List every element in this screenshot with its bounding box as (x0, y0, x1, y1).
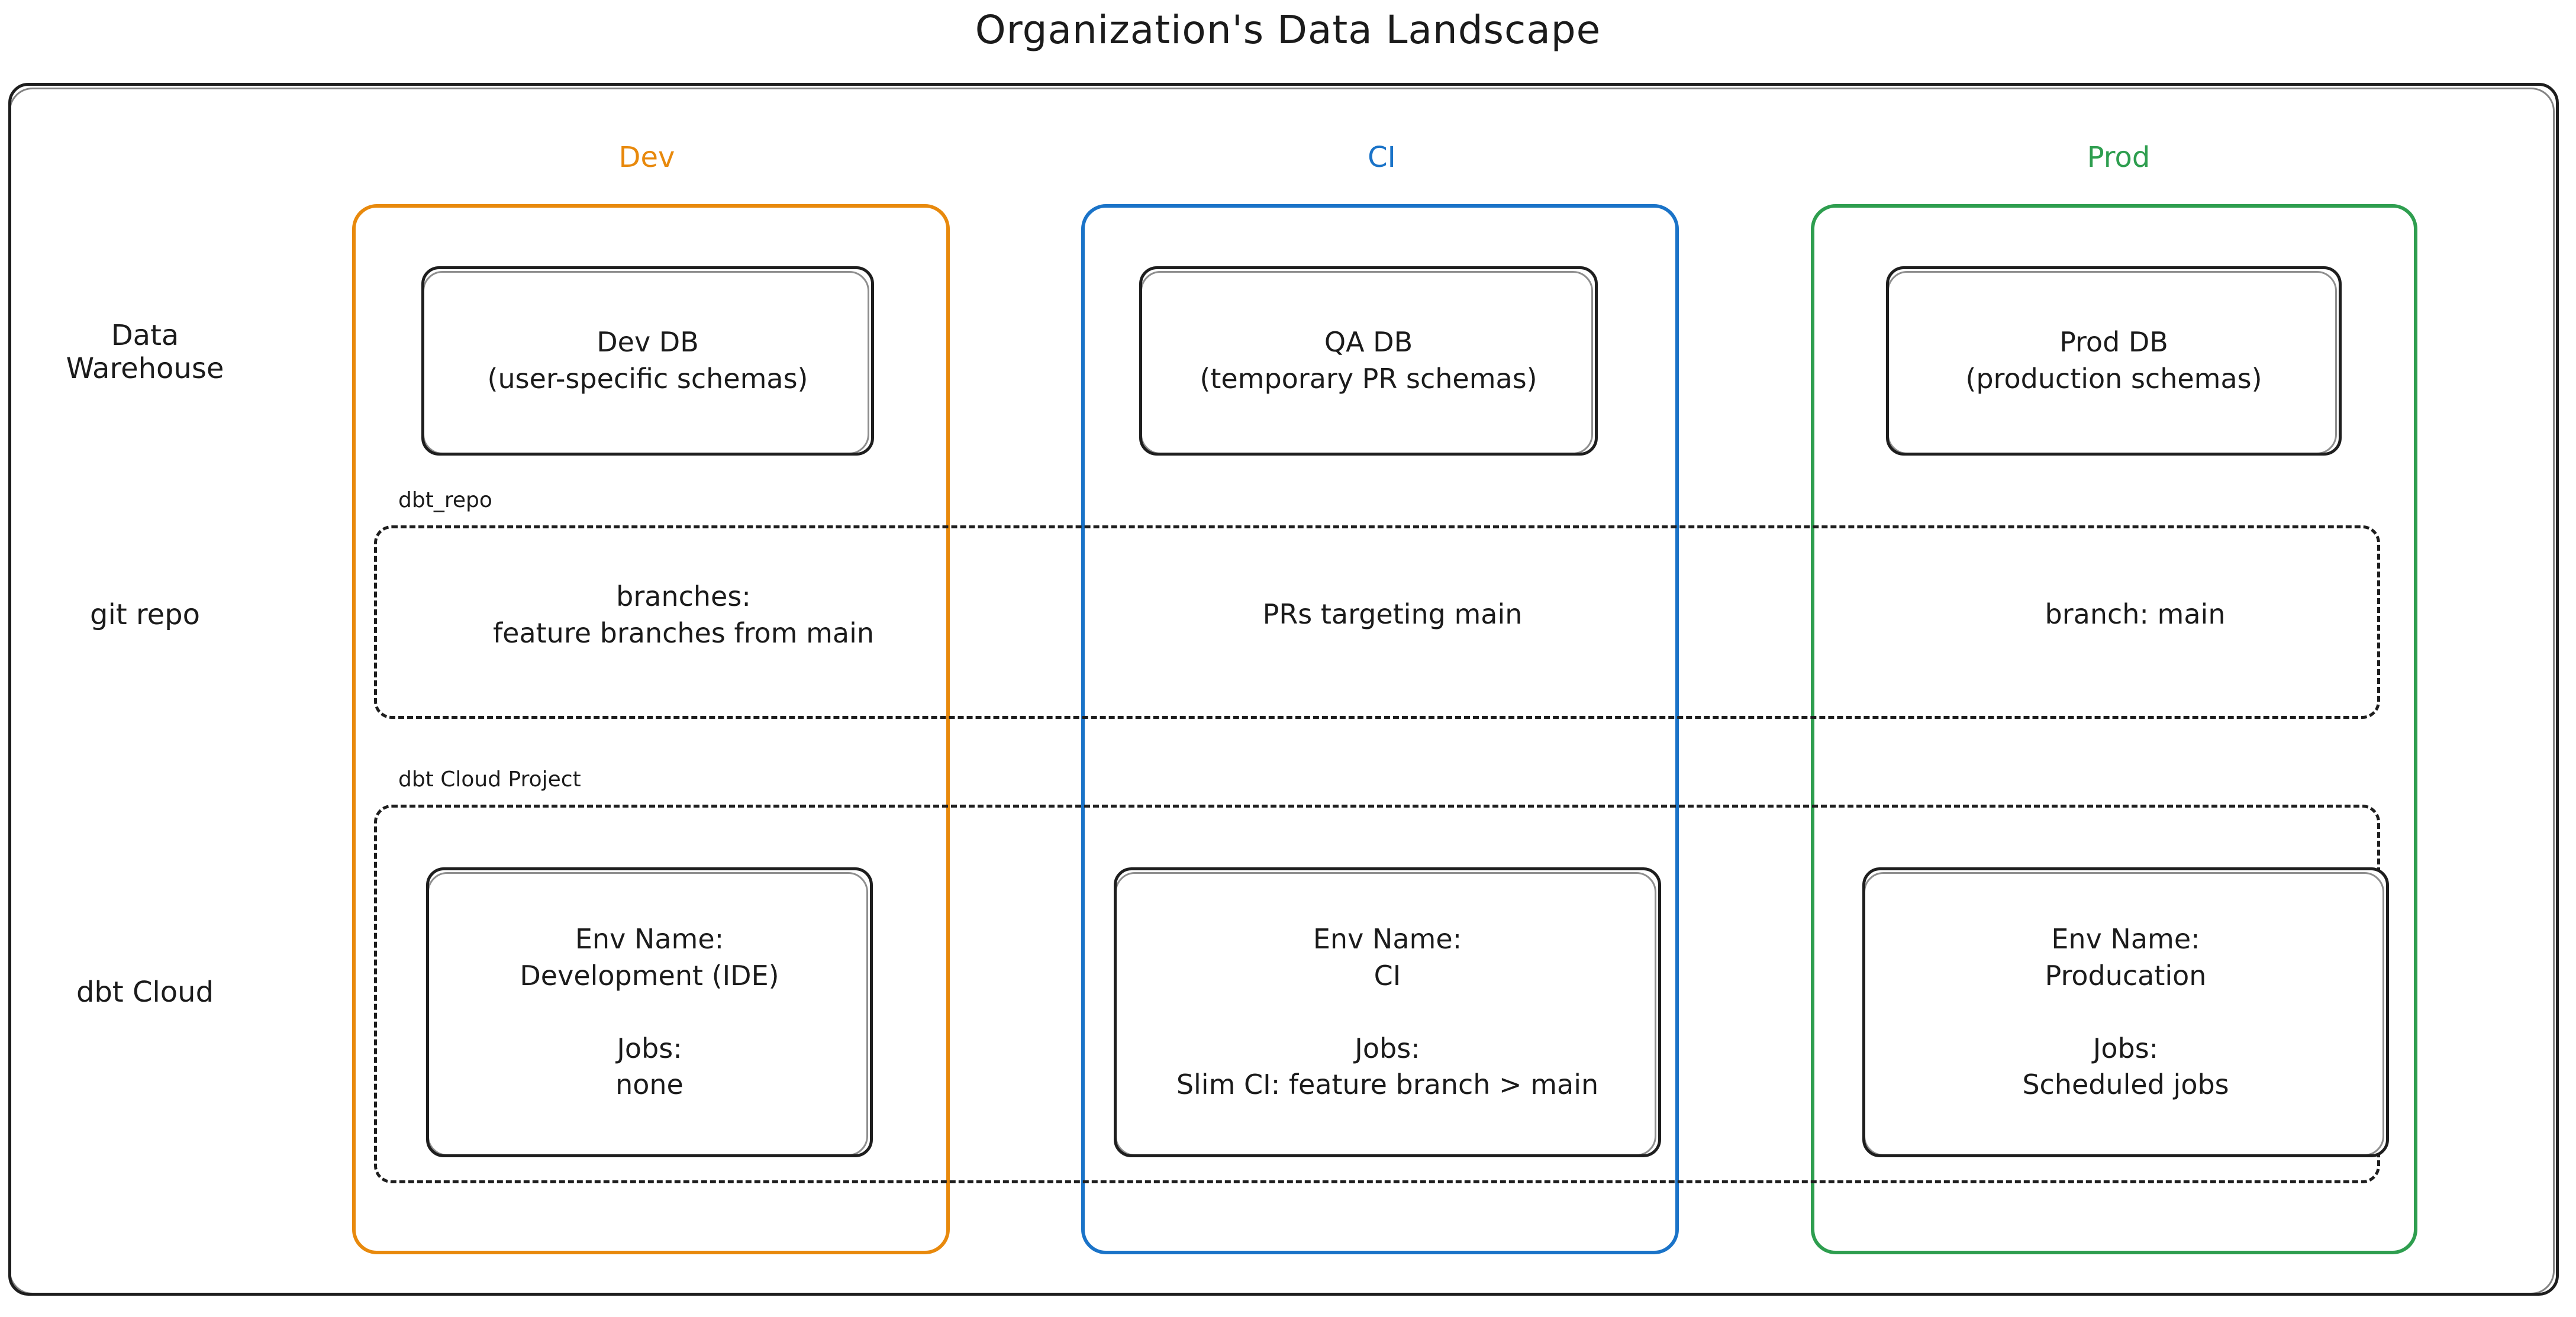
node-prod-db-text: Prod DB (production schemas) (1965, 326, 2262, 395)
group-dbt-repo: dbt_repo (374, 488, 2380, 719)
git-repo-text-prod: branch: main (2045, 598, 2226, 630)
group-dbt-cloud-project-label: dbt Cloud Project (395, 767, 585, 792)
node-dbt-cloud-prod-text: Env Name: Producation Jobs: Scheduled jo… (2022, 922, 2229, 1101)
node-dbt-cloud-dev: Env Name: Development (IDE) Jobs: none (426, 867, 873, 1157)
column-header-ci: CI (1368, 141, 1396, 174)
git-repo-text-ci: PRs targeting main (1262, 598, 1523, 630)
node-qa-db-text: QA DB (temporary PR schemas) (1200, 326, 1537, 395)
node-dbt-cloud-ci-text: Env Name: CI Jobs: Slim CI: feature bran… (1176, 922, 1599, 1101)
row-label-git-repo: git repo (90, 598, 200, 631)
node-dbt-cloud-prod: Env Name: Producation Jobs: Scheduled jo… (1862, 867, 2389, 1157)
node-dbt-cloud-dev-text: Env Name: Development (IDE) Jobs: none (520, 922, 779, 1101)
env-column-prod (1811, 204, 2417, 1254)
node-dbt-cloud-ci: Env Name: CI Jobs: Slim CI: feature bran… (1114, 867, 1661, 1157)
node-qa-db: QA DB (temporary PR schemas) (1139, 266, 1598, 456)
column-header-prod: Prod (2087, 141, 2151, 174)
git-repo-text-dev: branches: feature branches from main (492, 580, 875, 649)
node-dev-db-text: Dev DB (user-specific schemas) (487, 326, 808, 395)
group-dbt-cloud-project: dbt Cloud Project (374, 767, 2380, 1183)
env-column-dev (352, 204, 950, 1254)
page-title: Organization's Data Landscape (975, 7, 1601, 53)
node-dev-db: Dev DB (user-specific schemas) (421, 266, 874, 456)
column-header-dev: Dev (618, 141, 675, 174)
row-label-data-warehouse: Data Warehouse (66, 319, 224, 385)
outer-frame (8, 83, 2559, 1296)
env-column-ci (1081, 204, 1679, 1254)
row-label-dbt-cloud: dbt Cloud (76, 976, 214, 1009)
group-dbt-repo-label: dbt_repo (395, 488, 496, 512)
node-prod-db: Prod DB (production schemas) (1886, 266, 2342, 456)
